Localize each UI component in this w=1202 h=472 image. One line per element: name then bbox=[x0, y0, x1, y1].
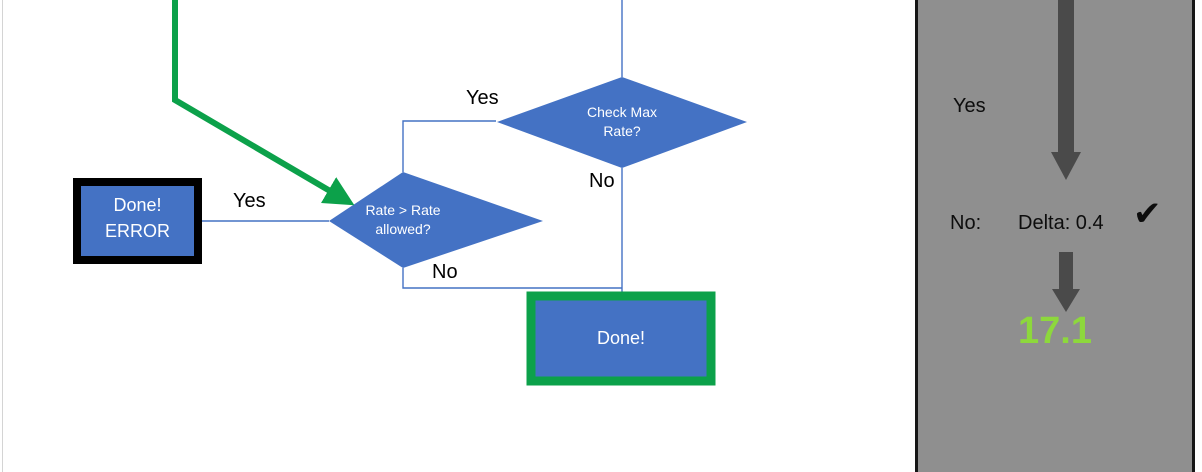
panel-delta-label: Delta: 0.4 bbox=[1018, 212, 1104, 234]
edge-label-no-check-max-rate: No bbox=[589, 170, 615, 192]
panel-arrow-bottom bbox=[1052, 252, 1080, 312]
highlight-path-green bbox=[172, 0, 355, 206]
edge-label-no-rate-gt-rate-allowed: No bbox=[432, 261, 458, 283]
edge-label-yes-check-max-rate: Yes bbox=[466, 87, 499, 109]
panel-no-label: No: bbox=[950, 212, 982, 234]
status-panel: Yes No: Delta: 0.4 ✔ 17.1 bbox=[915, 0, 1195, 472]
panel-arrows bbox=[1051, 0, 1081, 312]
panel-yes-label: Yes bbox=[953, 95, 986, 117]
node-done-error[interactable] bbox=[73, 178, 202, 264]
node-rate-gt-rate-allowed[interactable] bbox=[329, 172, 543, 268]
flowchart-canvas bbox=[73, 0, 747, 386]
panel-result-value: 17.1 bbox=[1018, 310, 1092, 352]
connector-rate-to-check-max-rate-yes bbox=[402, 120, 496, 172]
slide-left-rule bbox=[2, 0, 3, 472]
node-done[interactable] bbox=[526, 291, 716, 386]
panel-arrow-top bbox=[1051, 0, 1081, 180]
checkmark-icon: ✔ bbox=[1133, 195, 1162, 233]
connector-rate-no-to-done bbox=[402, 268, 622, 289]
node-check-max-rate[interactable] bbox=[497, 77, 747, 168]
edge-label-yes-done-error: Yes bbox=[233, 190, 266, 212]
